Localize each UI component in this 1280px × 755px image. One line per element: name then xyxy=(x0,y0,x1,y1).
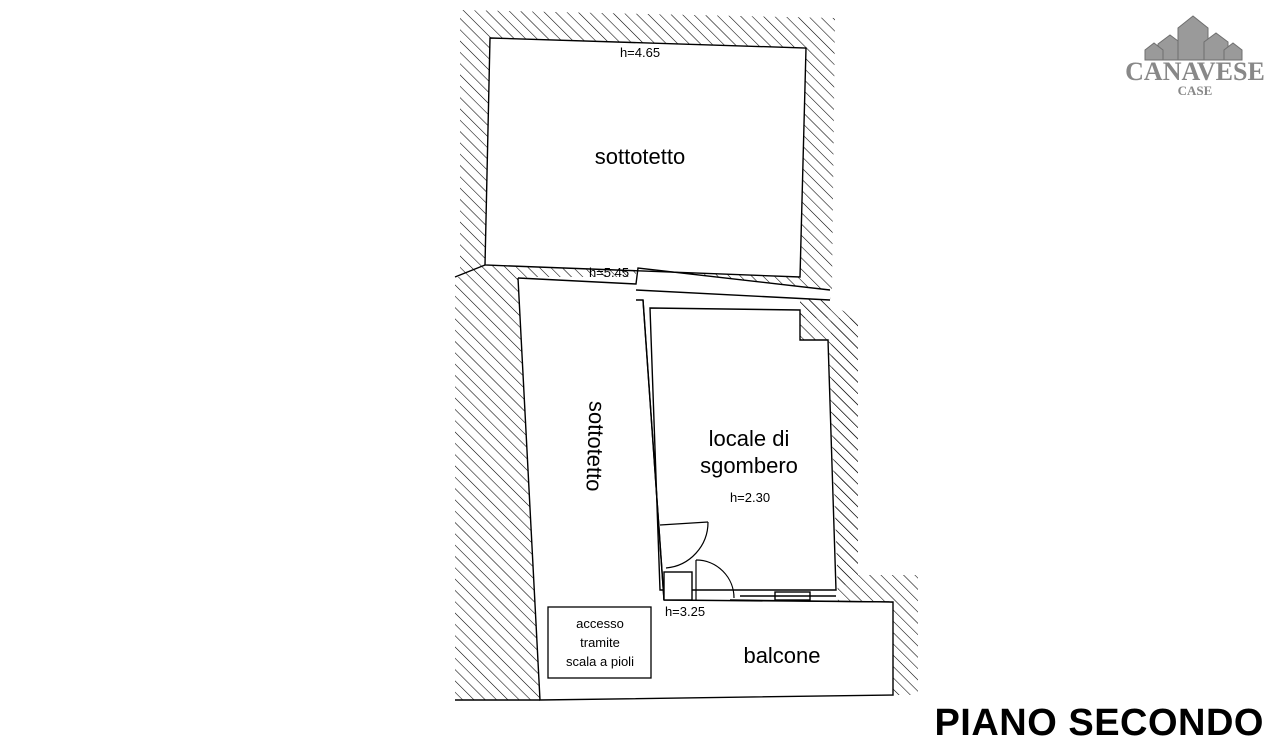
room-label-storage-1: locale di xyxy=(709,426,790,451)
houses-icon xyxy=(1144,15,1243,61)
access-note: accesso tramite scala a pioli xyxy=(547,606,652,679)
room-label-upper-attic: sottotetto xyxy=(595,144,686,169)
logo-sub-text: CASE xyxy=(1178,83,1213,98)
access-line-3: scala a pioli xyxy=(566,654,634,669)
doors xyxy=(659,521,735,600)
room-label-balcony: balcone xyxy=(743,643,820,668)
height-label-middle: h=5.45 xyxy=(589,265,629,280)
brand-logo: CANAVESE CASE xyxy=(1125,15,1265,98)
plan-title: PIANO SECONDO xyxy=(934,702,1264,744)
access-line-2: tramite xyxy=(580,635,620,650)
height-label-balcony: h=3.25 xyxy=(665,604,705,619)
access-line-1: accesso xyxy=(576,616,624,631)
height-label-upper: h=4.65 xyxy=(620,45,660,60)
room-label-storage-2: sgombero xyxy=(700,453,798,478)
room-label-side-attic: sottotetto xyxy=(581,401,609,492)
logo-main-text: CANAVESE xyxy=(1125,57,1265,86)
height-label-storage: h=2.30 xyxy=(730,490,770,505)
walls xyxy=(454,37,894,701)
room-fills xyxy=(485,38,893,700)
